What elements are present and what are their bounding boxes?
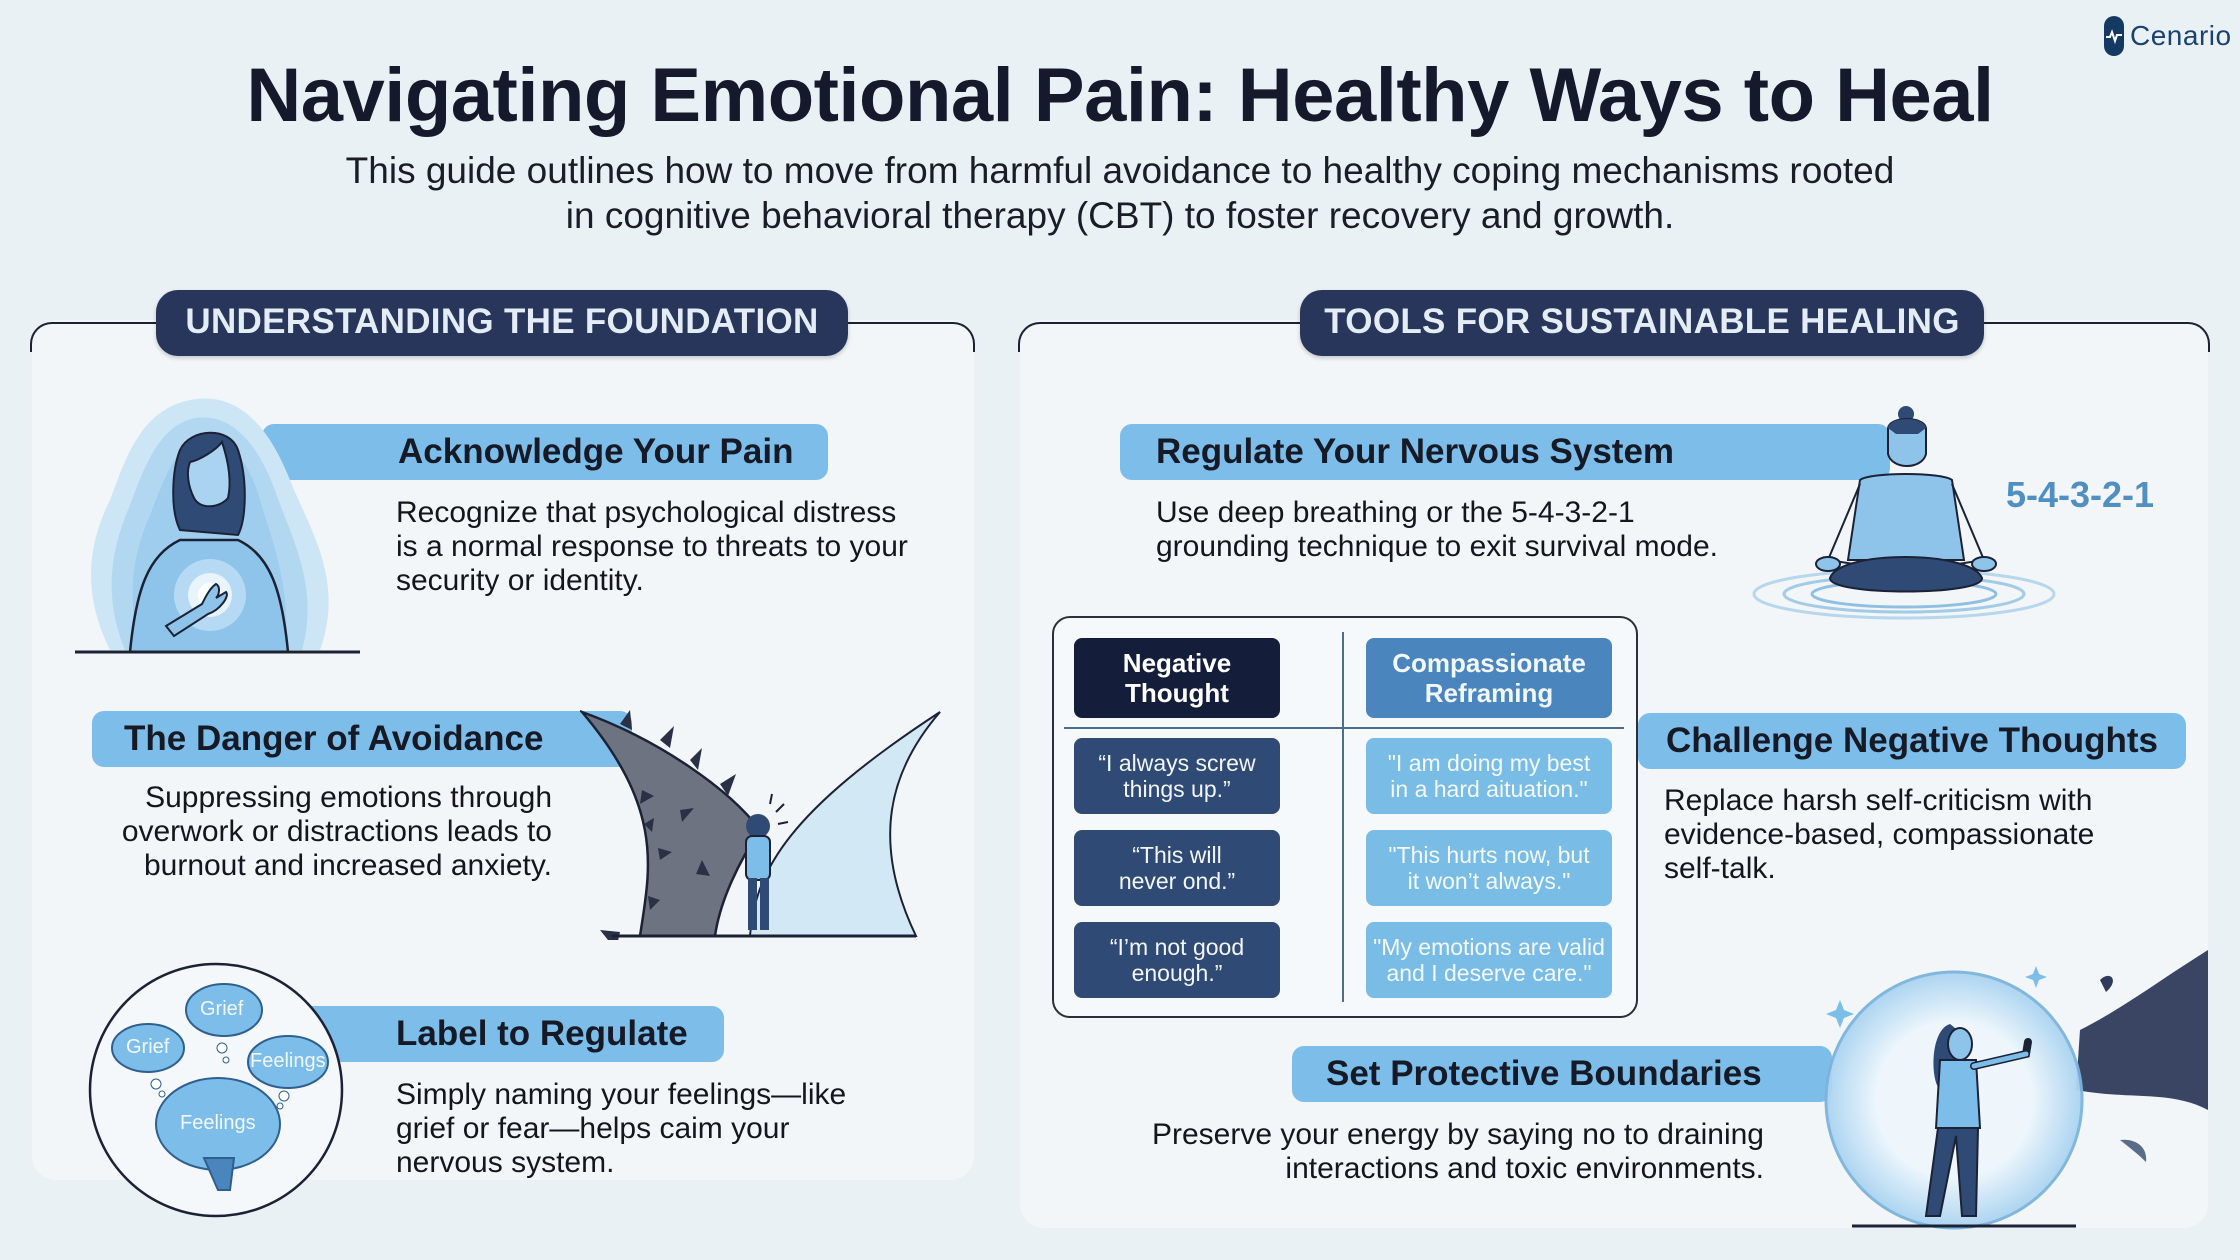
body-challenge: Replace harsh self-criticism with eviden…	[1664, 784, 2184, 886]
heading-boundaries: Set Protective Boundaries	[1292, 1046, 1832, 1102]
section-title-tools: TOOLS FOR SUSTAINABLE HEALING	[1300, 290, 1984, 356]
cell-line: enough.”	[1131, 960, 1223, 986]
cell-line: in a hard aituation."	[1390, 776, 1588, 802]
subtitle-line: in cognitive behavioral therapy (CBT) to…	[565, 195, 1675, 236]
heading-challenge: Challenge Negative Thoughts	[1638, 713, 2186, 769]
cell-line: and I deserve care."	[1386, 960, 1592, 986]
cell-line: "I am doing my best	[1387, 750, 1591, 776]
header-line: Negative	[1122, 648, 1232, 678]
body-regulate: Use deep breathing or the 5-4-3-2-1 grou…	[1156, 496, 1756, 564]
cell-line: never ond.”	[1118, 868, 1236, 894]
body-avoidance: Suppressing emotions through overwork or…	[92, 781, 552, 883]
body-line: self-talk.	[1664, 852, 1776, 885]
cell-line: "My emotions are valid	[1373, 934, 1605, 960]
heading-avoidance: The Danger of Avoidance	[92, 711, 632, 767]
cloud-label: Feelings	[180, 1112, 256, 1134]
subtitle-line: This guide outlines how to move from har…	[345, 150, 1895, 191]
heading-text: Set Protective Boundaries	[1326, 1054, 1762, 1093]
brand-name: Cenario	[2130, 20, 2232, 51]
body-line: is a normal response to threats to your	[396, 530, 908, 563]
cell-line: "This hurts now, but	[1388, 842, 1590, 868]
body-line: Replace harsh self-criticism with	[1664, 784, 2093, 817]
thorny-wall-person-icon	[578, 700, 950, 950]
body-line: burnout and increased anxiety.	[143, 849, 552, 882]
body-line: security or identity.	[396, 564, 644, 597]
body-line: Simply naming your feelings—like	[396, 1078, 847, 1111]
brain-thought-clouds-icon: Grief Grief Feelings Feelings	[84, 958, 348, 1222]
section-title-foundation: UNDERSTANDING THE FOUNDATION	[156, 290, 848, 356]
body-line: Preserve your energy by saying no to dra…	[1151, 1118, 1764, 1151]
body-line: Use deep breathing or the 5-4-3-2-1	[1156, 496, 1635, 529]
cloud-label: Feelings	[250, 1050, 326, 1072]
cell-line: “This will	[1132, 842, 1222, 868]
body-boundaries: Preserve your energy by saying no to dra…	[1140, 1118, 1764, 1186]
heading-label: Label to Regulate	[300, 1006, 724, 1062]
meditating-person-icon	[1744, 400, 2064, 620]
body-line: evidence-based, compassionate	[1664, 818, 2095, 851]
page-title: Navigating Emotional Pain: Healthy Ways …	[246, 53, 1994, 138]
cell-line: it won’t always."	[1407, 868, 1571, 894]
cell-line: “I always screw	[1098, 750, 1256, 776]
grounding-badge: 5-4-3-2-1	[2006, 474, 2155, 515]
heading-regulate: Regulate Your Nervous System	[1120, 424, 1890, 480]
heading-text: The Danger of Avoidance	[124, 719, 544, 758]
body-acknowledge: Recognize that psychological distress is…	[396, 496, 956, 598]
body-line: grounding technique to exit survival mod…	[1156, 530, 1719, 563]
header-line: Compassionate	[1392, 648, 1586, 678]
heading-text: Acknowledge Your Pain	[398, 432, 794, 471]
cell-line: “I’m not good	[1109, 934, 1245, 960]
heading-text: Regulate Your Nervous System	[1156, 432, 1675, 471]
header-line: Reframing	[1424, 678, 1554, 708]
cell-line: things up.”	[1123, 776, 1231, 802]
table-divider	[1064, 727, 1624, 729]
brand: Cenario	[2104, 16, 2232, 56]
body-line: interactions and toxic environments.	[1285, 1152, 1764, 1185]
header-line: Thought	[1125, 678, 1229, 708]
woman-hand-on-heart-icon	[70, 390, 370, 660]
body-line: Suppressing emotions through	[145, 781, 552, 814]
pulse-icon	[2104, 16, 2124, 56]
heading-acknowledge: Acknowledge Your Pain	[262, 424, 828, 480]
heading-text: Challenge Negative Thoughts	[1666, 721, 2158, 760]
heading-text: Label to Regulate	[396, 1014, 688, 1053]
page-subtitle: This guide outlines how to move from har…	[300, 148, 1940, 238]
body-line: nervous system.	[396, 1146, 615, 1179]
body-line: overwork or distractions leads to	[121, 815, 552, 848]
cloud-label: Grief	[126, 1036, 170, 1058]
table-divider	[1342, 632, 1344, 1002]
body-line: grief or fear—helps caim your	[396, 1112, 790, 1145]
person-in-bubble-icon	[1800, 940, 2220, 1230]
body-line: Recognize that psychological distress	[396, 496, 897, 529]
body-label: Simply naming your feelings—like grief o…	[396, 1078, 916, 1180]
cloud-label: Grief	[200, 998, 244, 1020]
